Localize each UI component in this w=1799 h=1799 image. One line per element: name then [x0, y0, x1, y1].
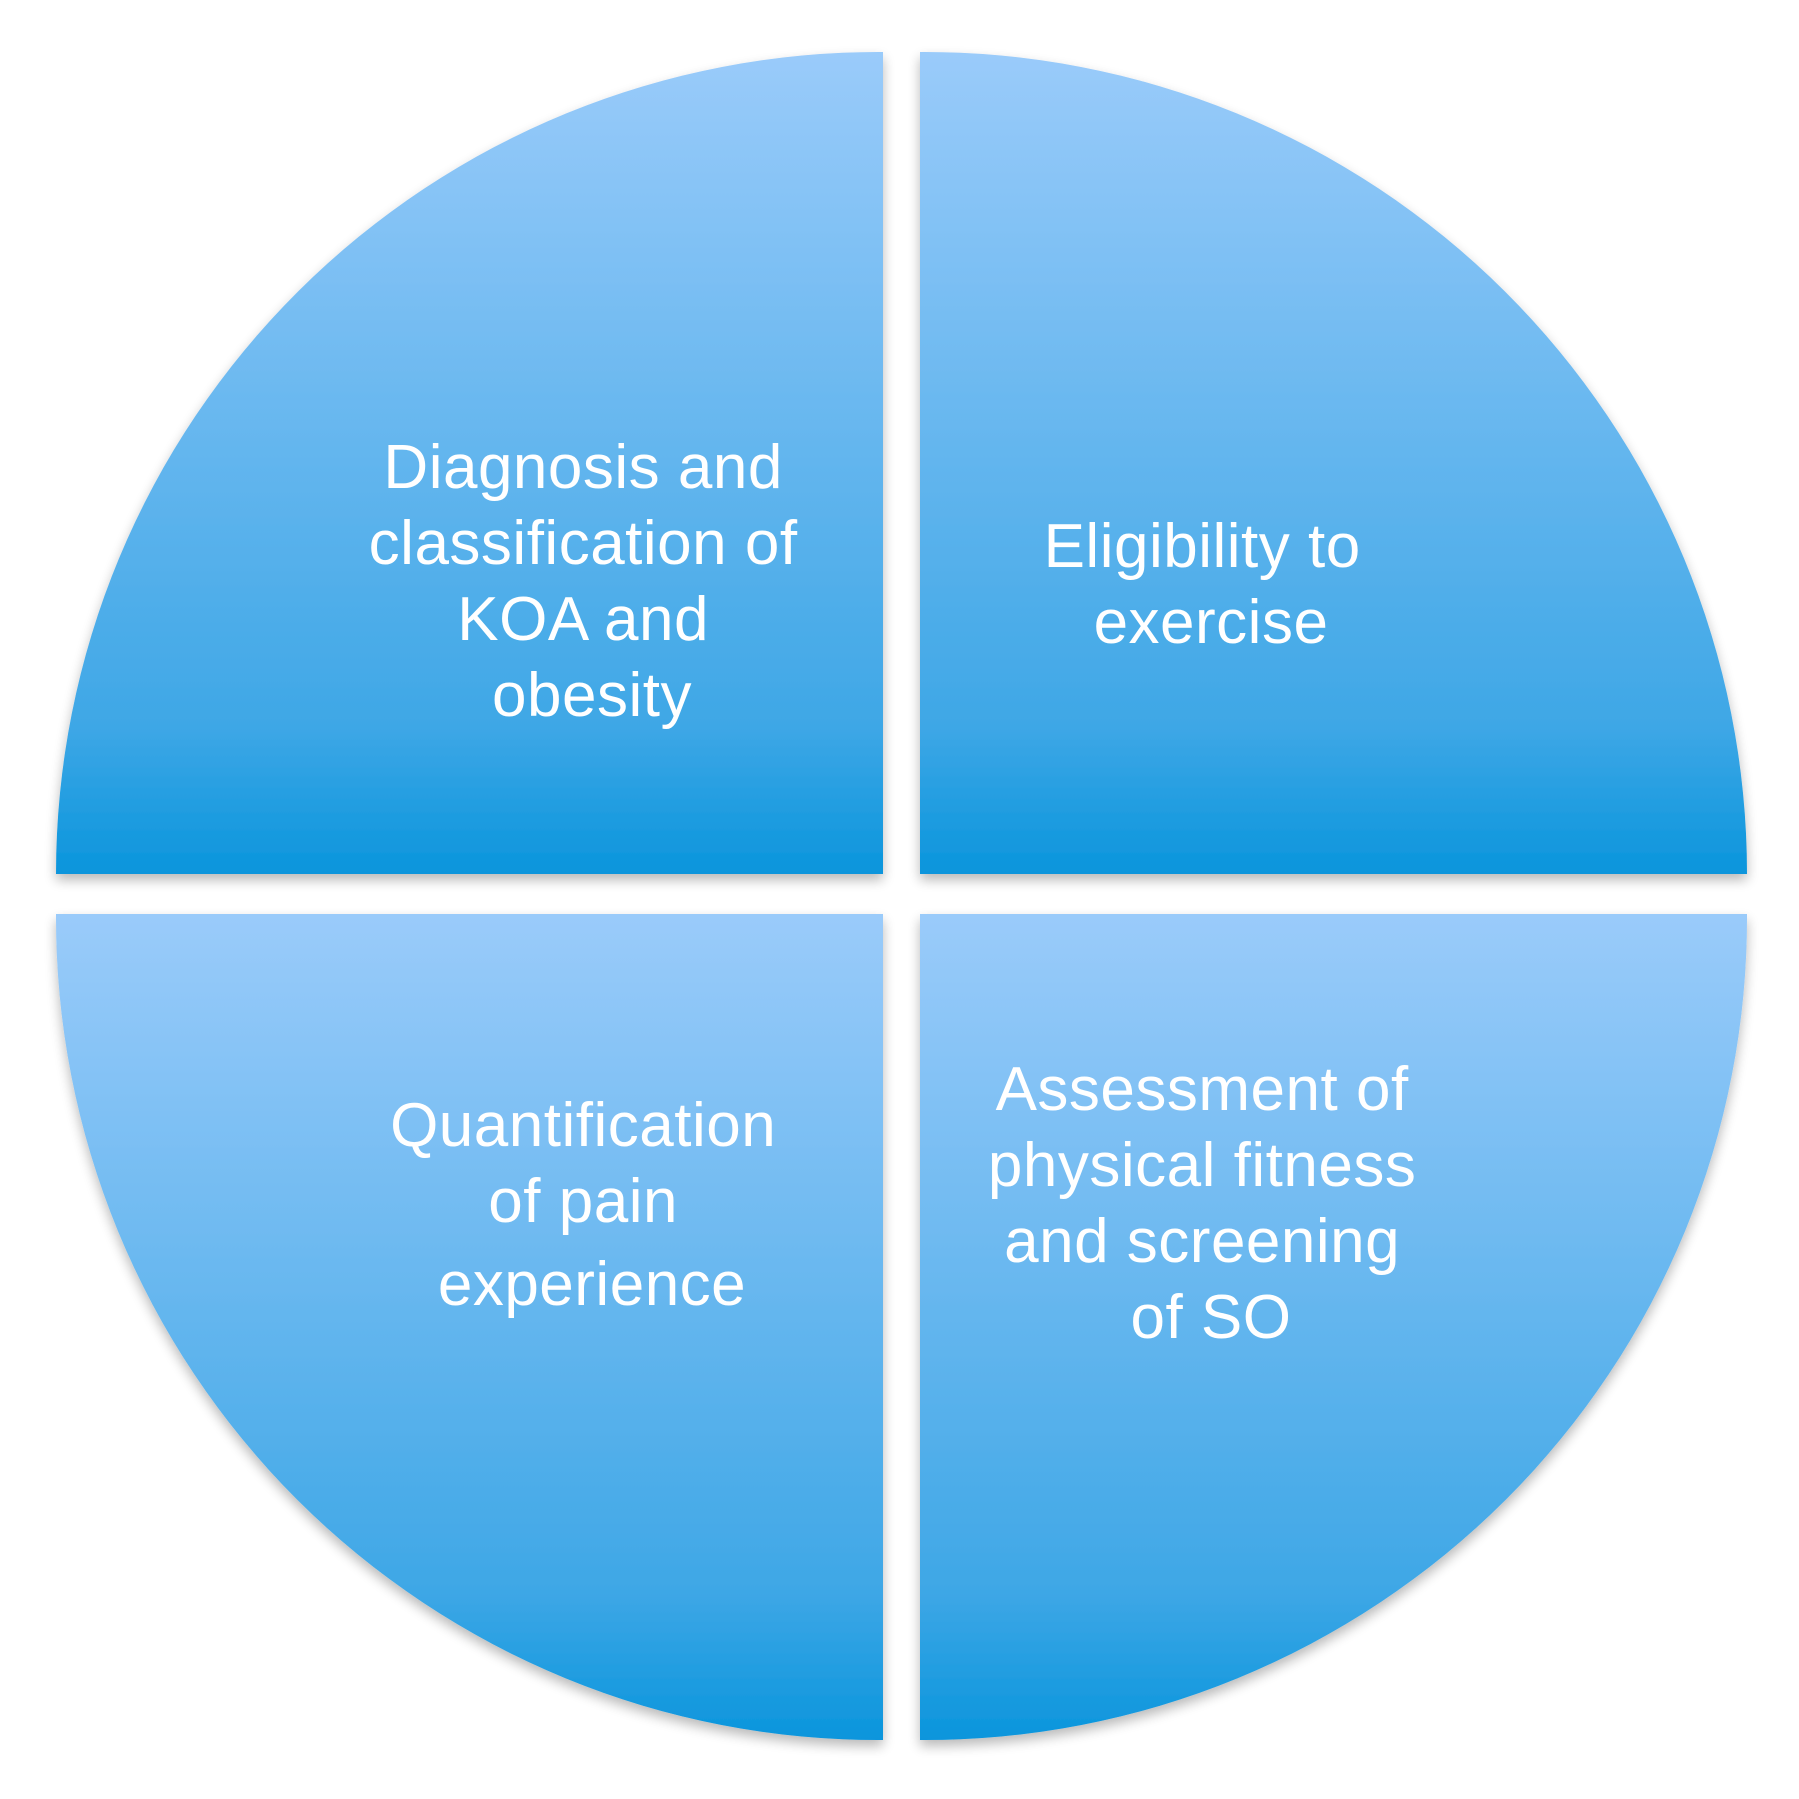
quadrant-top-right-label: Eligibility to exercise	[1044, 512, 1379, 657]
quadrant-bottom-right	[920, 914, 1748, 1741]
quadrant-bottom-left-label: Quantification of pain experience	[390, 1091, 794, 1319]
quadrant-bottom-right-label: Assessment of physical fitness and scree…	[988, 1055, 1434, 1352]
quadrant-top-left-label: Diagnosis and classification of KOA and …	[369, 433, 816, 730]
quadrant-top-left	[56, 51, 883, 874]
quadrant-top-right	[920, 51, 1747, 874]
quadrant-bottom-left	[55, 914, 884, 1741]
